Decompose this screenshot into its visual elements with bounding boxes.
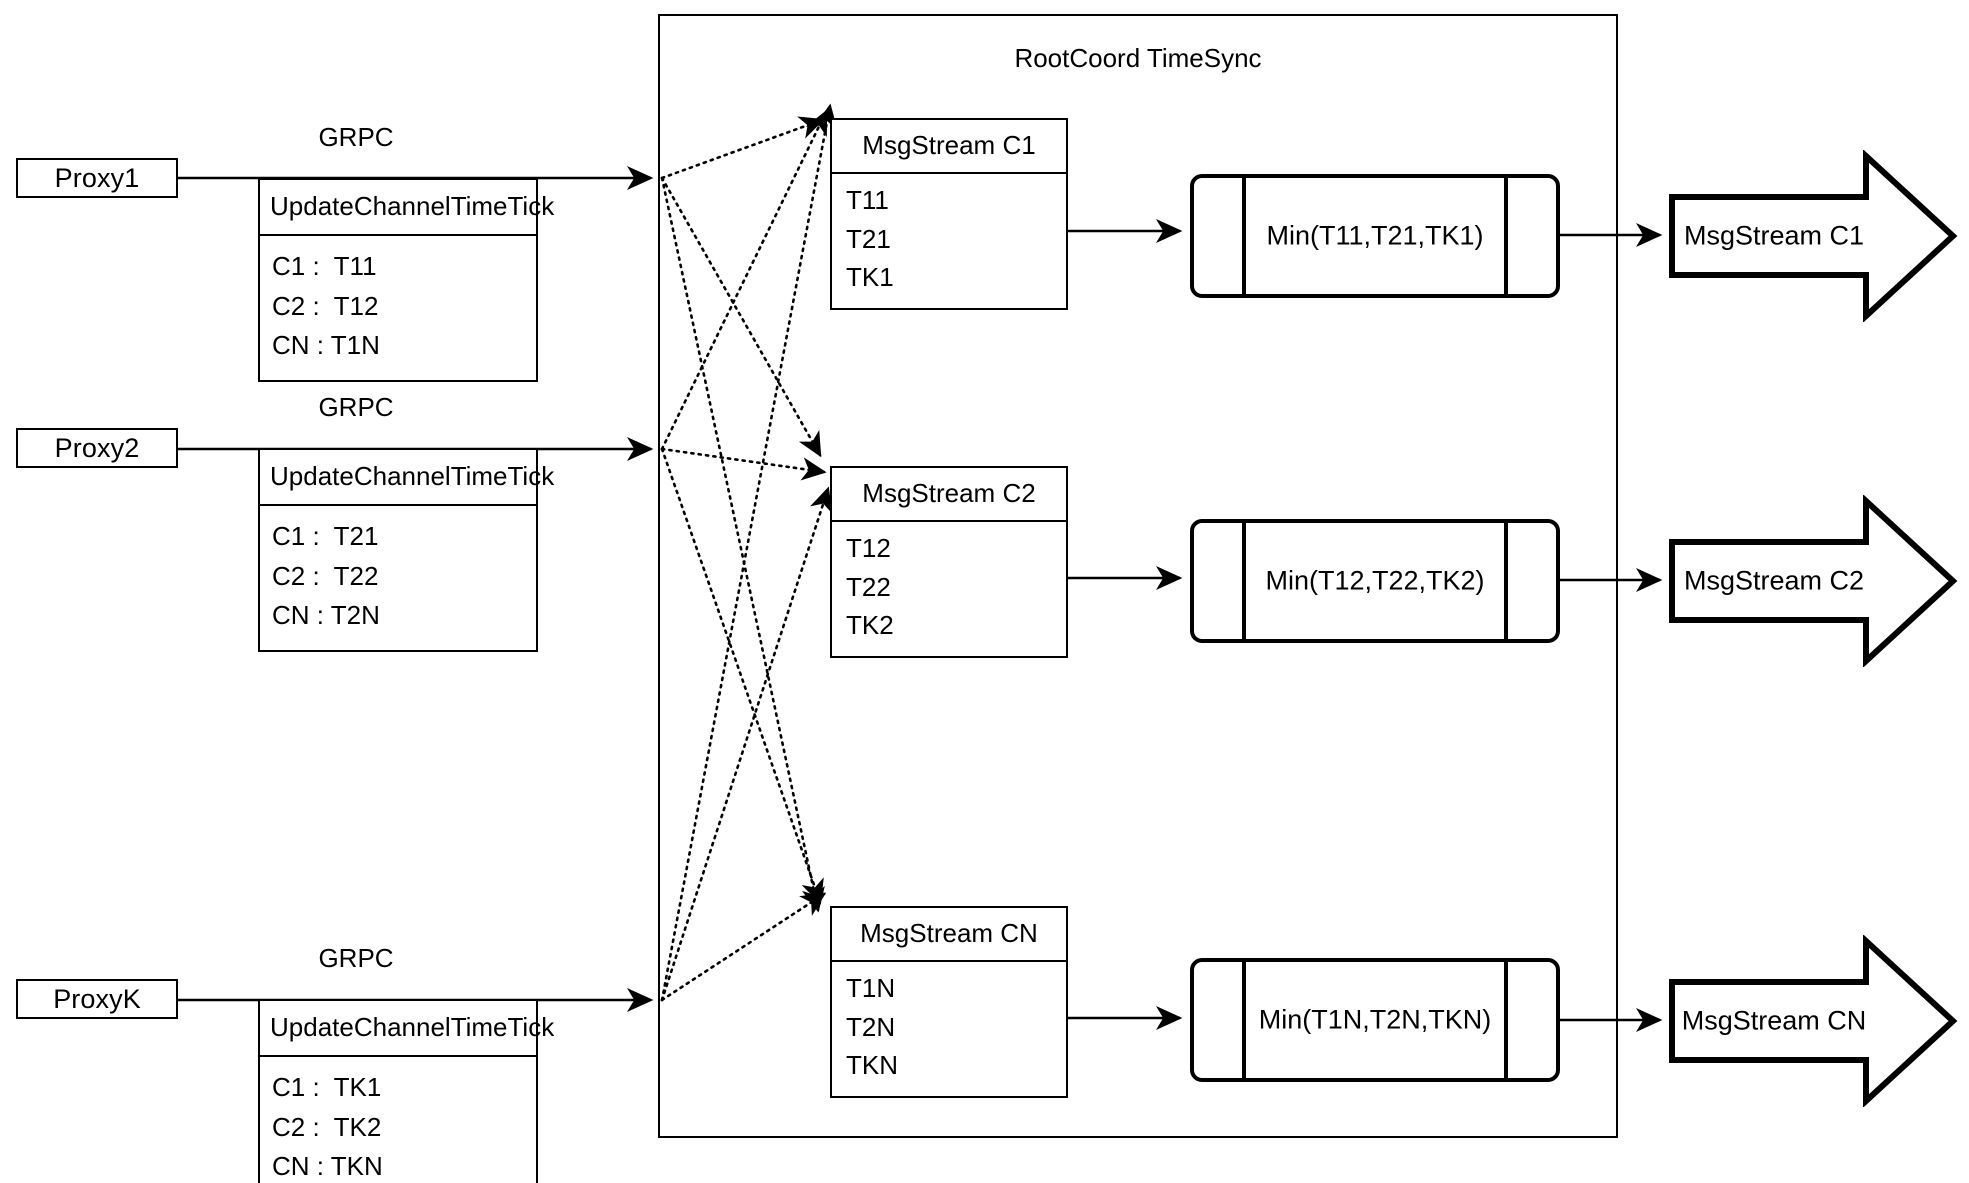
min-process-cn: Min(T1N,T2N,TKN) <box>1190 958 1560 1082</box>
proxy1-updatechanneltimetick-table: UpdateChannelTimeTick C1 : T11 C2 : T12 … <box>258 178 554 382</box>
proxy1-rpc-rows: C1 : T11 C2 : T12 CN : T1N <box>260 236 536 380</box>
proxy2-label: Proxy2 <box>54 432 140 463</box>
min-process-c2-label: Min(T12,T22,TK2) <box>1265 565 1485 596</box>
proxy2-updatechanneltimetick-table: UpdateChannelTimeTick C1 : T21 C2 : T22 … <box>258 448 554 652</box>
msgstream-c1-table: MsgStream C1 T11 T21 TK1 <box>830 118 1068 310</box>
rootcoord-timesync-title: RootCoord TimeSync <box>1014 43 1262 73</box>
proxyk-box[interactable]: ProxyK <box>16 979 178 1019</box>
list-item: T11 <box>846 185 889 216</box>
proxy2-box[interactable]: Proxy2 <box>16 428 178 468</box>
output-msgstream-c1-label: MsgStream C1 <box>1683 220 1865 251</box>
proxyk-label: ProxyK <box>53 983 141 1014</box>
list-item: T22 <box>846 571 891 602</box>
proxy2-rpc-rows: C1 : T21 C2 : T22 CN : T2N <box>260 506 536 650</box>
grpc-label-proxyk: GRPC <box>318 943 394 973</box>
output-msgstream-cn-label: MsgStream CN <box>1681 1005 1867 1036</box>
table-row: C1 : T11 <box>272 250 377 281</box>
min-process-cn-label: Min(T1N,T2N,TKN) <box>1258 1004 1492 1035</box>
proc-divider-left <box>1242 523 1246 639</box>
min-process-c1-label: Min(T11,T21,TK1) <box>1266 220 1484 251</box>
table-row: CN : TKN <box>272 1151 383 1182</box>
proxyk-rpc-title: UpdateChannelTimeTick <box>260 1001 554 1057</box>
output-msgstream-c1: MsgStream C1 <box>1668 150 1958 322</box>
table-row: CN : T1N <box>272 330 380 361</box>
msgstream-cn-ticks: T1N T2N TKN <box>832 962 1066 1096</box>
table-row: C1 : TK1 <box>272 1071 382 1102</box>
proc-divider-right <box>1504 962 1508 1078</box>
table-row: C2 : T22 <box>272 560 379 591</box>
output-msgstream-c2: MsgStream C2 <box>1668 495 1958 667</box>
msgstream-c2-ticks: T12 T22 TK2 <box>832 522 1066 656</box>
msgstream-c1-title: MsgStream C1 <box>832 120 1066 174</box>
table-row: CN : T2N <box>272 600 380 631</box>
min-process-c2: Min(T12,T22,TK2) <box>1190 519 1560 643</box>
msgstream-c2-title: MsgStream C2 <box>832 468 1066 522</box>
msgstream-c2-table: MsgStream C2 T12 T22 TK2 <box>830 466 1068 658</box>
table-row: C1 : T21 <box>272 520 379 551</box>
list-item: T1N <box>846 973 896 1004</box>
proxyk-rpc-rows: C1 : TK1 C2 : TK2 CN : TKN <box>260 1057 536 1183</box>
min-process-c1: Min(T11,T21,TK1) <box>1190 174 1560 298</box>
grpc-label-proxy2: GRPC <box>318 392 394 422</box>
list-item: TKN <box>846 1049 898 1080</box>
proc-divider-left <box>1242 962 1246 1078</box>
list-item: T12 <box>846 533 891 564</box>
output-msgstream-cn: MsgStream CN <box>1668 935 1958 1107</box>
msgstream-cn-title: MsgStream CN <box>832 908 1066 962</box>
proc-divider-right <box>1504 523 1508 639</box>
list-item: TK2 <box>846 609 894 640</box>
proxy1-box[interactable]: Proxy1 <box>16 158 178 198</box>
list-item: TK1 <box>846 261 894 292</box>
proc-divider-right <box>1504 178 1508 294</box>
grpc-label-proxy1: GRPC <box>318 122 394 152</box>
table-row: C2 : TK2 <box>272 1111 382 1142</box>
list-item: T2N <box>846 1011 896 1042</box>
output-msgstream-c2-label: MsgStream C2 <box>1683 565 1865 596</box>
list-item: T21 <box>846 223 891 254</box>
msgstream-cn-table: MsgStream CN T1N T2N TKN <box>830 906 1068 1098</box>
rootcoord-timesync-container <box>658 14 1618 1138</box>
proxy1-label: Proxy1 <box>54 162 140 193</box>
table-row: C2 : T12 <box>272 290 379 321</box>
proc-divider-left <box>1242 178 1246 294</box>
proxyk-updatechanneltimetick-table: UpdateChannelTimeTick C1 : TK1 C2 : TK2 … <box>258 999 554 1183</box>
proxy1-rpc-title: UpdateChannelTimeTick <box>260 180 554 236</box>
msgstream-c1-ticks: T11 T21 TK1 <box>832 174 1066 308</box>
proxy2-rpc-title: UpdateChannelTimeTick <box>260 450 554 506</box>
